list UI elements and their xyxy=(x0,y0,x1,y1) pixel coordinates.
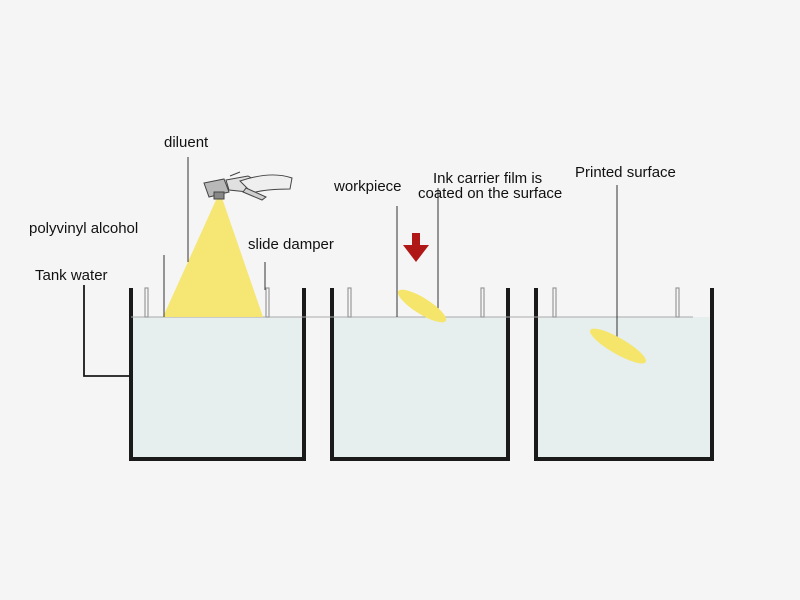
tank-2-wall xyxy=(330,288,510,461)
label-ink-film-line1: Ink carrier film is xyxy=(433,170,543,187)
label-printed-surface: Printed surface xyxy=(575,164,676,181)
label-ink-film-line2: coated on the surface xyxy=(418,185,563,202)
printed-surface-shape xyxy=(590,328,646,364)
label-slide-damper: slide damper xyxy=(248,236,334,253)
tank-1-water xyxy=(133,317,302,458)
tank-2 xyxy=(330,288,510,461)
label-diluent: diluent xyxy=(164,134,209,151)
workpiece-shape xyxy=(397,289,447,323)
slide-dampers xyxy=(144,287,680,318)
diluent-spray-cone xyxy=(163,198,263,317)
tank-2-water xyxy=(334,317,506,458)
tank-1-wall xyxy=(129,288,306,461)
tank-3-wall xyxy=(534,288,714,461)
down-arrow-icon xyxy=(403,233,429,262)
tank-1 xyxy=(129,288,306,461)
label-tank-water: Tank water xyxy=(35,267,108,284)
label-polyvinyl-alcohol: polyvinyl alcohol xyxy=(29,220,139,237)
label-workpiece: workpiece xyxy=(334,178,402,195)
tank-3-water xyxy=(538,317,710,458)
spray-gun-icon xyxy=(203,171,293,201)
tank-3 xyxy=(534,288,714,461)
leader-lines xyxy=(83,157,618,377)
